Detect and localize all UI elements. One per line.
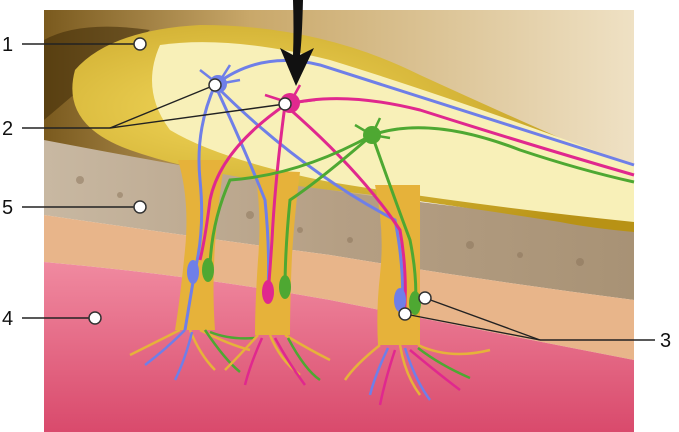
callout-label-1: 1 <box>2 34 13 56</box>
callout-label-4: 4 <box>2 308 13 330</box>
callout-label-5: 5 <box>2 197 13 219</box>
callout-label-3: 3 <box>660 330 671 352</box>
callout-label-2: 2 <box>2 118 13 140</box>
